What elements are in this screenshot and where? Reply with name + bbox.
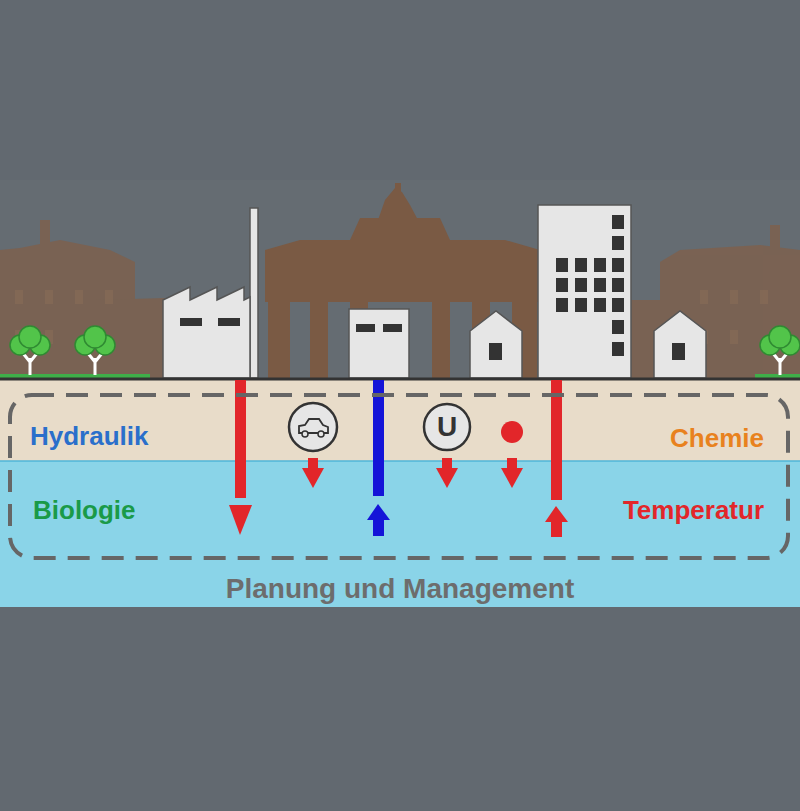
background-buildings xyxy=(0,220,800,378)
pollutant-dot xyxy=(501,421,523,443)
flux-arrows xyxy=(229,380,568,537)
factory xyxy=(163,208,258,378)
sky xyxy=(0,180,800,380)
tall-building xyxy=(538,205,631,378)
symbol-letter: U xyxy=(437,411,457,443)
ground-surface xyxy=(0,378,800,381)
small-building xyxy=(349,309,409,378)
soil-layer xyxy=(0,378,800,462)
dashed-region: Hydraulik ChemieBiologie Temperatur U xyxy=(8,393,790,560)
topic-label: Temperatur xyxy=(623,495,764,526)
topic-label: Hydraulik xyxy=(30,421,149,452)
trees xyxy=(0,326,800,380)
groundwater-layer xyxy=(0,461,800,607)
node-outline xyxy=(8,393,790,560)
topic-label: Biologie xyxy=(33,495,136,526)
brandenburg-gate xyxy=(265,183,540,378)
caption-label: Planung und Management xyxy=(226,573,574,605)
water-table xyxy=(0,460,800,462)
topic-label: Chemie xyxy=(670,423,764,454)
car-symbol xyxy=(289,403,337,451)
symbol-circle: U xyxy=(423,403,471,451)
